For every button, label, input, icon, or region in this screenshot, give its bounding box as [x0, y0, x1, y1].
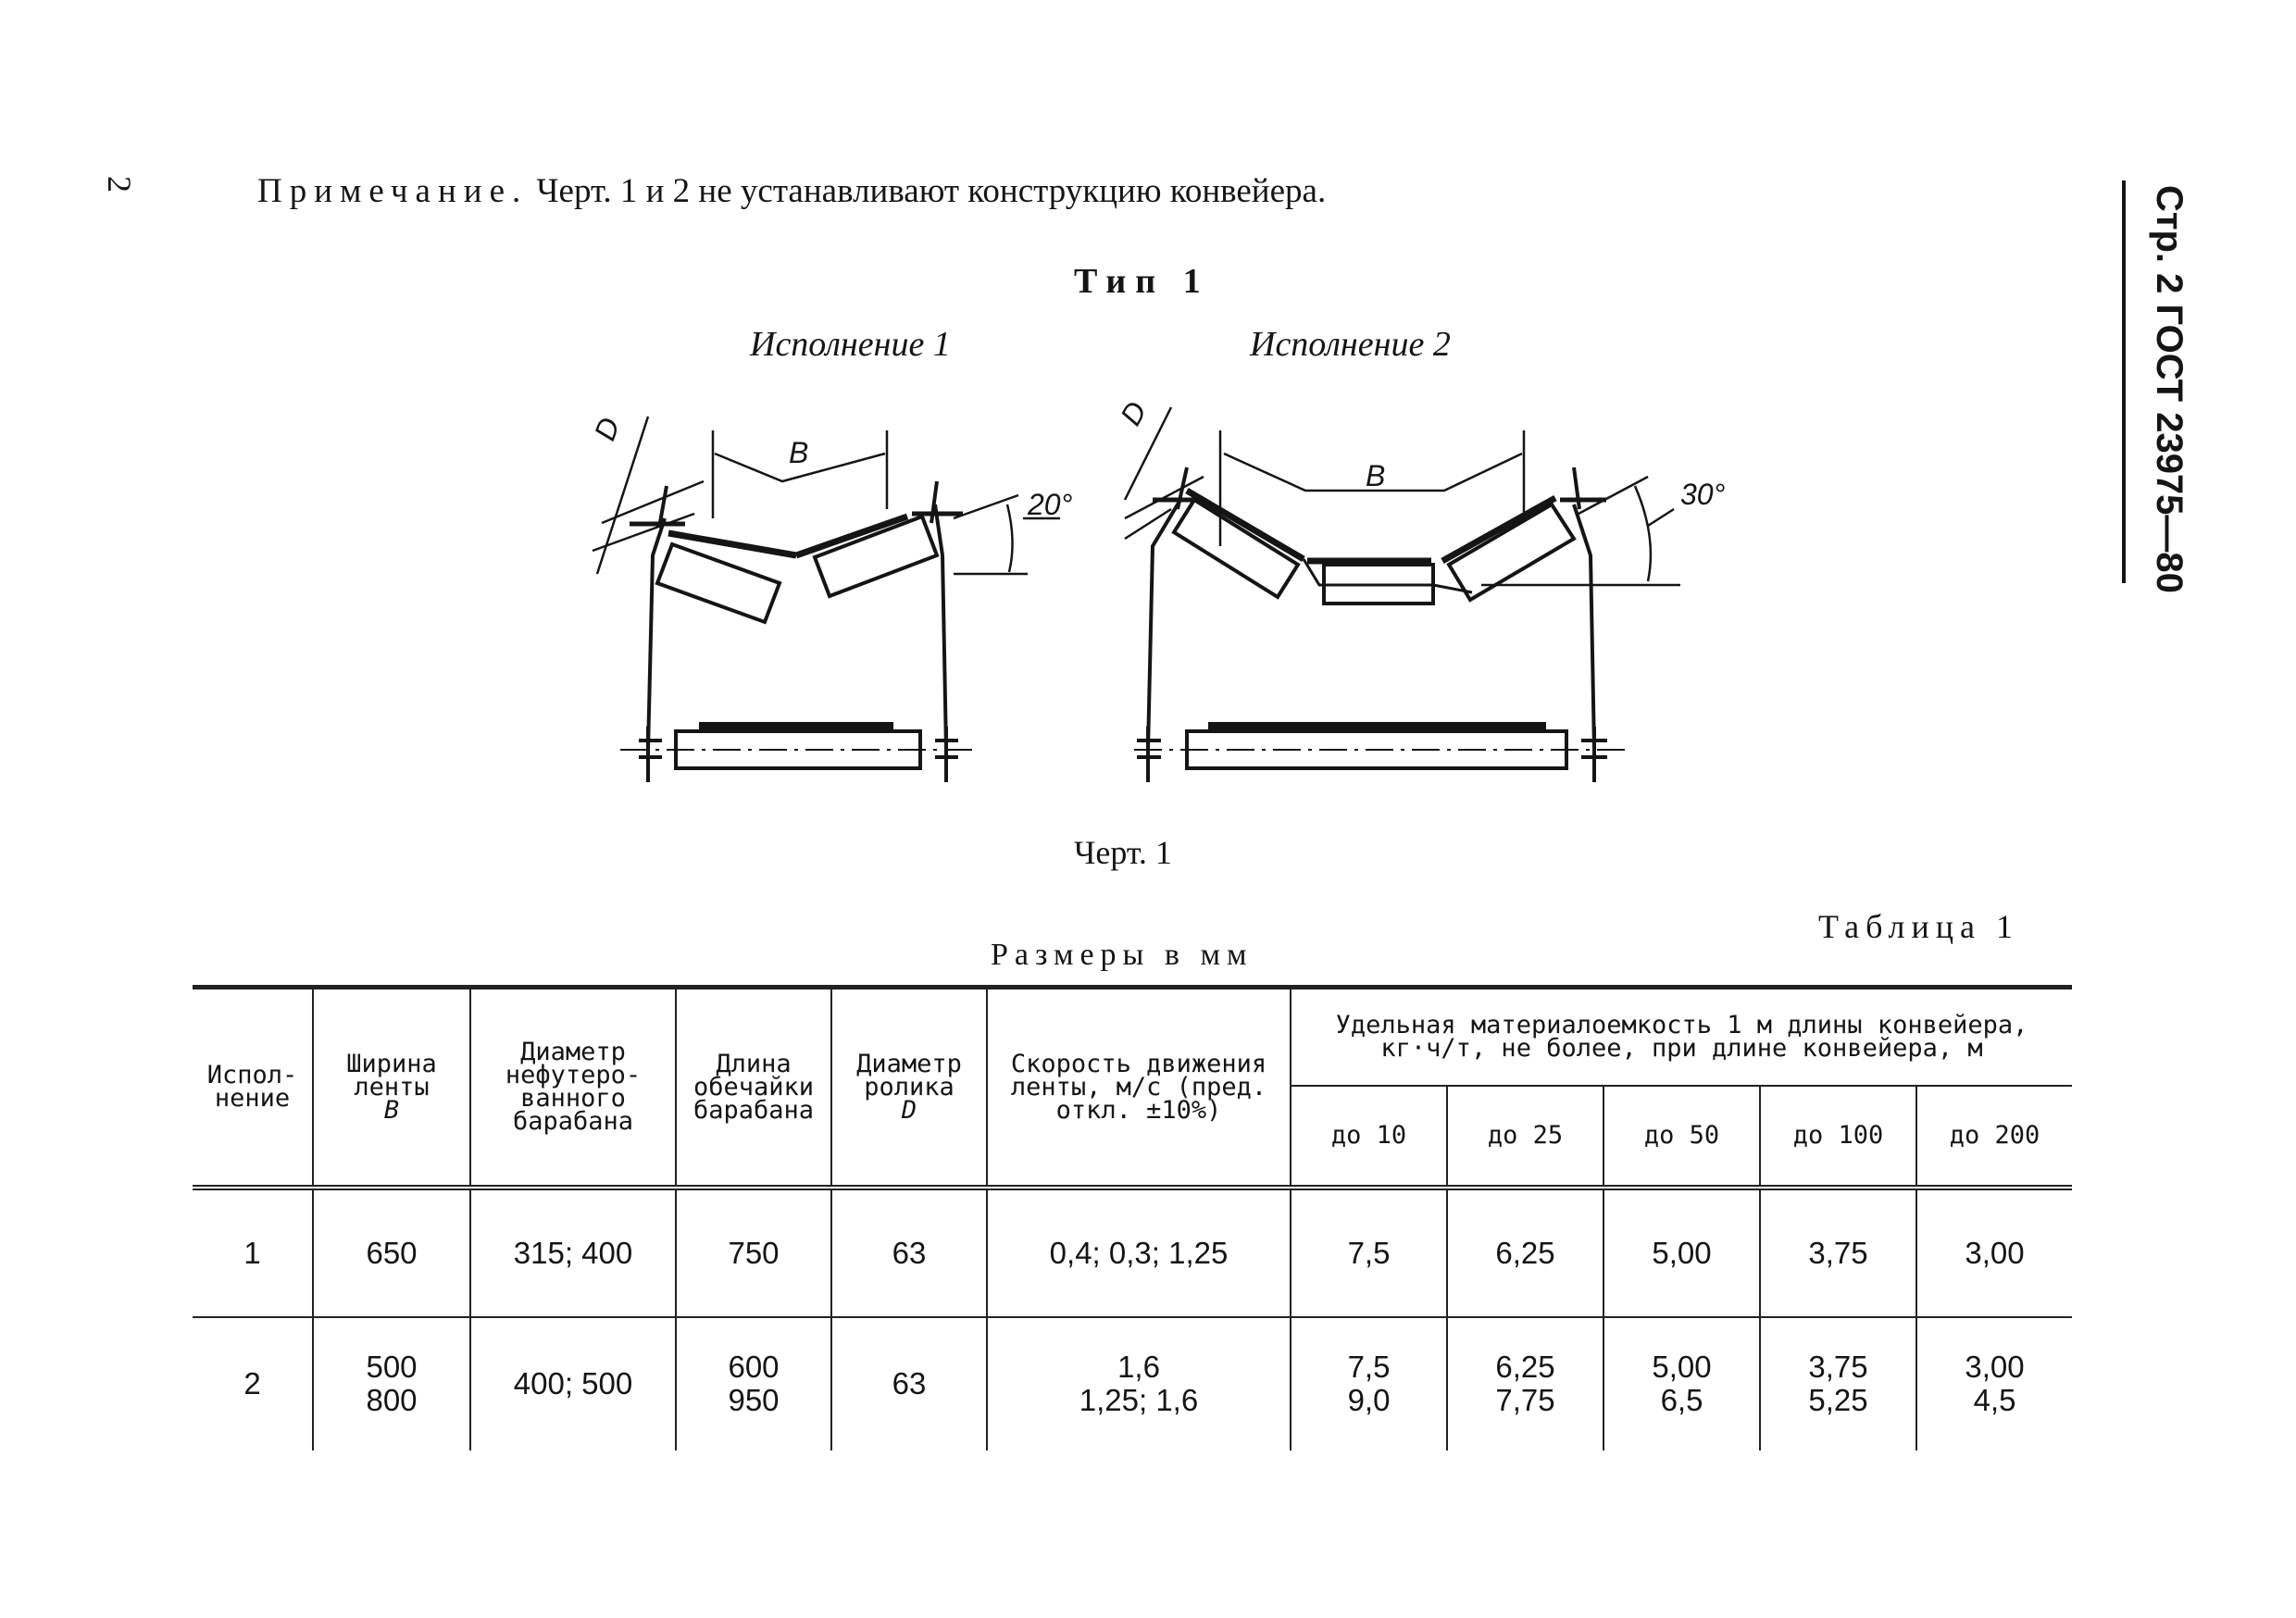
cell-variant: 2: [193, 1316, 314, 1450]
conveyor-drawing: D B 20° D B 30°: [588, 395, 1726, 782]
header-len-10: до 10: [1291, 1084, 1448, 1190]
cell-roller-diameter: 63: [830, 1187, 988, 1318]
cell-speed: 0,4; 0,3; 1,25: [986, 1187, 1292, 1318]
left-roller-2: [1171, 497, 1301, 600]
side-header-rule: [2122, 180, 2126, 583]
header-speed: Скорость движения ленты, м/с (пред. откл…: [986, 985, 1292, 1190]
header-variant: Испол-нение: [193, 985, 314, 1190]
table-row: 1 650 315; 400 750 63 0,4; 0,3; 1,25 7,5…: [193, 1187, 2073, 1318]
label-b-1: B: [789, 436, 808, 469]
note-label: Примечание.: [257, 172, 529, 210]
type-title: Тип 1: [1074, 262, 1210, 301]
note: Примечание. Черт. 1 и 2 не устанавливают…: [257, 171, 1326, 211]
cell-drum-diameter: 400; 500: [469, 1316, 677, 1450]
cell-len-100: 3,75: [1759, 1187, 1917, 1318]
label-d-1: D: [588, 413, 627, 444]
variant-1-title: Исполнение 1: [750, 325, 951, 364]
left-roller-1: [655, 541, 782, 625]
note-text: Черт. 1 и 2 не устанавливают конструкцию…: [528, 172, 1327, 210]
variant-2-sketch: [1123, 406, 1680, 782]
label-d-2: D: [1114, 395, 1154, 430]
header-roller-diameter: Диаметр ролика D: [830, 985, 988, 1190]
cell-belt-width: 650: [312, 1187, 471, 1318]
label-b-2: B: [1366, 459, 1385, 492]
cell-drum-diameter: 315; 400: [469, 1187, 677, 1318]
cell-shell-length: 750: [675, 1187, 832, 1318]
cell-len-200: 3,00: [1915, 1187, 2073, 1318]
variant-2-title: Исполнение 2: [1250, 325, 1451, 364]
header-len-200: до 200: [1915, 1084, 2073, 1190]
header-belt-width: Ширина ленты B: [312, 985, 471, 1190]
header-len-100: до 100: [1759, 1084, 1917, 1190]
variant-1-sketch: [592, 416, 1060, 782]
sizes-note: Размеры в мм: [991, 938, 1254, 972]
right-roller-1: [812, 514, 940, 599]
cell-len-50: 5,00: [1603, 1187, 1761, 1318]
side-header: Стр. 2 ГОСТ 23975—80: [2149, 185, 2190, 593]
header-len-50: до 50: [1603, 1084, 1761, 1190]
header-belt-width-symbol: B: [383, 1095, 400, 1125]
table-number: Таблица 1: [1818, 908, 2019, 945]
cell-roller-diameter: 63: [830, 1316, 988, 1450]
specs-table: Испол-нение Ширина ленты B Диаметр нефут…: [193, 985, 2073, 1450]
header-roller-diameter-symbol: D: [901, 1095, 917, 1125]
figure-caption: Черт. 1: [1074, 834, 1172, 871]
header-specific-consumption: Удельная материалоемкость 1 м длины конв…: [1289, 985, 2073, 1086]
right-roller-2: [1446, 502, 1577, 603]
header-drum-diameter: Диаметр нефутеро-ванного барабана: [469, 985, 677, 1190]
header-len-25: до 25: [1446, 1084, 1604, 1190]
header-shell-length: Длина обечайки барабана: [675, 985, 832, 1190]
label-angle-2: 30°: [1680, 478, 1726, 511]
cell-len-25: 6,25: [1446, 1187, 1604, 1318]
label-angle-1: 20°: [1027, 488, 1073, 521]
cell-len-10: 7,5: [1290, 1187, 1448, 1318]
cell-variant: 1: [193, 1187, 314, 1318]
center-roller-2: [1322, 563, 1435, 605]
